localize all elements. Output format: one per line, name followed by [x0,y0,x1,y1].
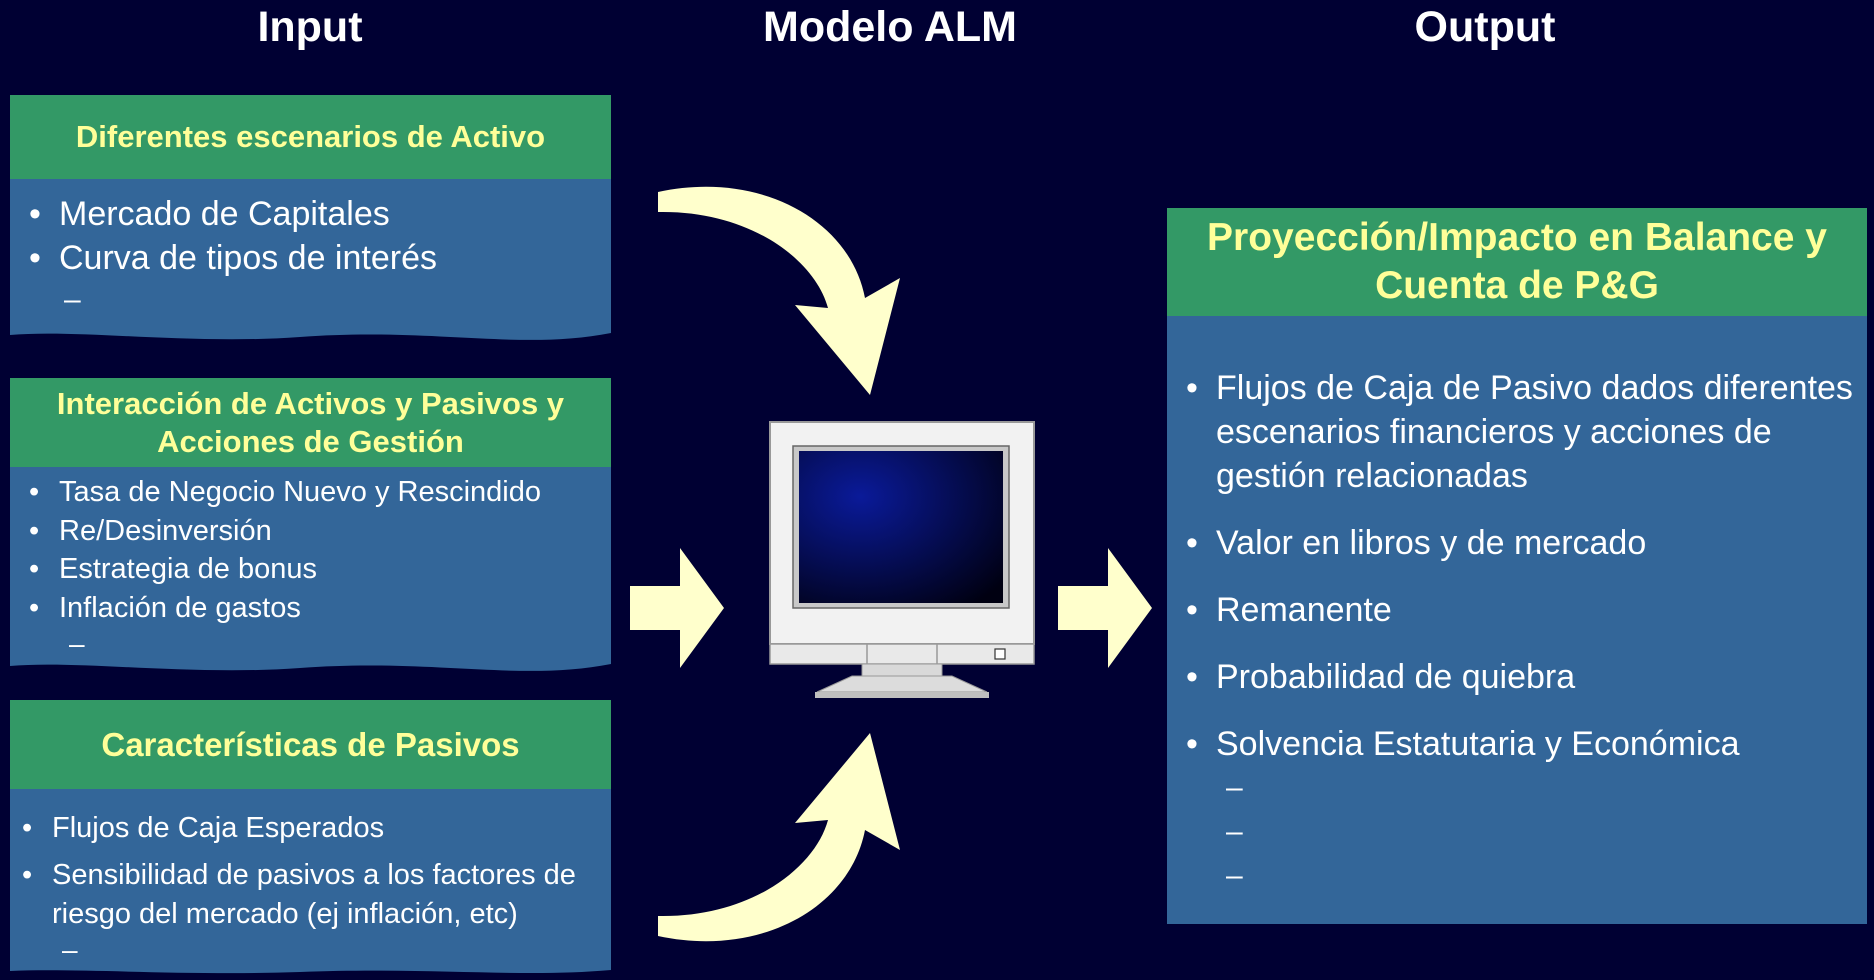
sub-bullet-dash: – [1226,815,1243,848]
bullet-list: Flujos de Caja Esperados Sensibilidad de… [22,809,612,934]
sub-bullet-dash: – [1226,771,1243,804]
computer-monitor-icon [769,421,1035,698]
list-item: Estrategia de bonus [29,550,609,589]
list-item: Inflación de gastos [29,589,609,628]
card-title: Interacción de Activos y Pasivos y Accio… [10,378,611,467]
output-column-title: Output [1414,3,1556,51]
input-card-2-content: Tasa de Negocio Nuevo y Rescindido Re/De… [29,473,609,661]
block-arrow-icon [1058,548,1152,668]
input-card-1-content: Mercado de Capitales Curva de tipos de i… [29,192,609,320]
bullet-list: Flujos de Caja de Pasivo dados diferente… [1186,366,1861,766]
model-column-title: Modelo ALM [763,3,1017,51]
curved-arrow-icon [658,186,900,395]
list-item: Curva de tipos de interés [29,236,609,280]
card-wave-edge [10,966,611,974]
sub-bullet-dash: – [64,283,81,316]
card-title: Proyección/Impacto en Balance y Cuenta d… [1167,208,1867,316]
sub-bullet-dash: – [69,628,85,659]
list-item: Probabilidad de quiebra [1186,655,1861,699]
list-item: Remanente [1186,588,1861,632]
list-item: Flujos de Caja de Pasivo dados diferente… [1186,366,1861,498]
bullet-list: Tasa de Negocio Nuevo y Rescindido Re/De… [29,473,609,628]
list-item: Solvencia Estatutaria y Económica [1186,722,1861,766]
sub-bullet-dash: – [1226,859,1243,892]
card-title: Características de Pasivos [10,700,611,789]
card-title: Diferentes escenarios de Activo [10,95,611,179]
block-arrow-icon [630,548,724,668]
output-card-projection: Proyección/Impacto en Balance y Cuenta d… [1167,208,1867,924]
list-item: Tasa de Negocio Nuevo y Rescindido [29,473,609,512]
list-item: Flujos de Caja Esperados [22,809,612,848]
list-item: Re/Desinversión [29,512,609,551]
list-item: Valor en libros y de mercado [1186,521,1861,565]
bullet-list: Mercado de Capitales Curva de tipos de i… [29,192,609,280]
list-item: Sensibilidad de pasivos a los factores d… [22,856,612,934]
list-item: Mercado de Capitales [29,192,609,236]
card-wave-edge [10,656,611,671]
input-card-3-content: Flujos de Caja Esperados Sensibilidad de… [22,809,612,966]
curved-arrow-icon [658,733,900,942]
card-wave-edge [10,325,611,340]
sub-bullet-dash: – [62,934,78,965]
output-card-content: Flujos de Caja de Pasivo dados diferente… [1186,366,1861,898]
input-column-title: Input [257,3,363,51]
